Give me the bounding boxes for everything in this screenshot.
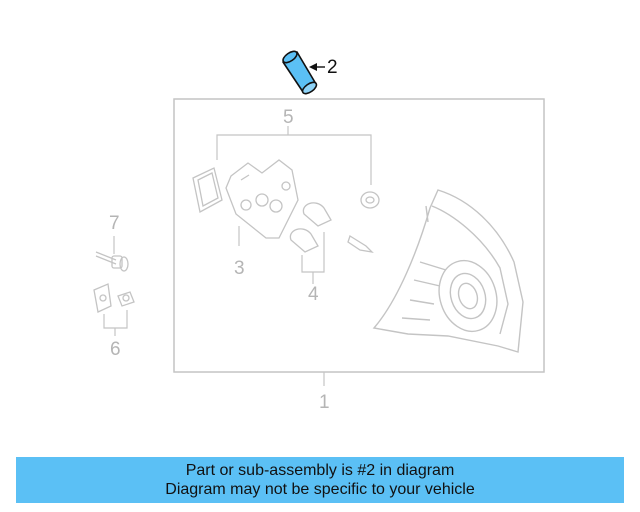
tail-lamp-part — [372, 189, 524, 353]
parts-diagram — [93, 49, 545, 386]
leader-5 — [216, 126, 372, 185]
callout-5: 5 — [283, 107, 294, 128]
banner-line-2: Diagram may not be specific to your vehi… — [165, 481, 475, 498]
callout-4: 4 — [308, 284, 319, 305]
gasket-part — [192, 167, 223, 213]
callout-1: 1 — [319, 392, 330, 413]
part-2-leader — [309, 63, 325, 71]
leader-6 — [103, 310, 128, 336]
callout-6: 6 — [110, 339, 121, 360]
callout-3: 3 — [234, 258, 245, 279]
leader-4 — [301, 232, 325, 284]
banner-line-1: Part or sub-assembly is #2 in diagram — [185, 462, 455, 479]
assembly-frame — [173, 98, 545, 373]
info-banner: Part or sub-assembly is #2 in diagram Di… — [16, 457, 624, 503]
part-2-highlighted[interactable] — [281, 49, 318, 96]
nut-bracket-part — [93, 283, 135, 313]
grommet-part — [360, 191, 380, 209]
callout-2[interactable]: 2 — [327, 57, 338, 78]
callout-7: 7 — [109, 213, 120, 234]
bulbs-part — [289, 202, 374, 253]
socket-plate-part — [225, 159, 299, 239]
screw-part — [95, 251, 129, 272]
